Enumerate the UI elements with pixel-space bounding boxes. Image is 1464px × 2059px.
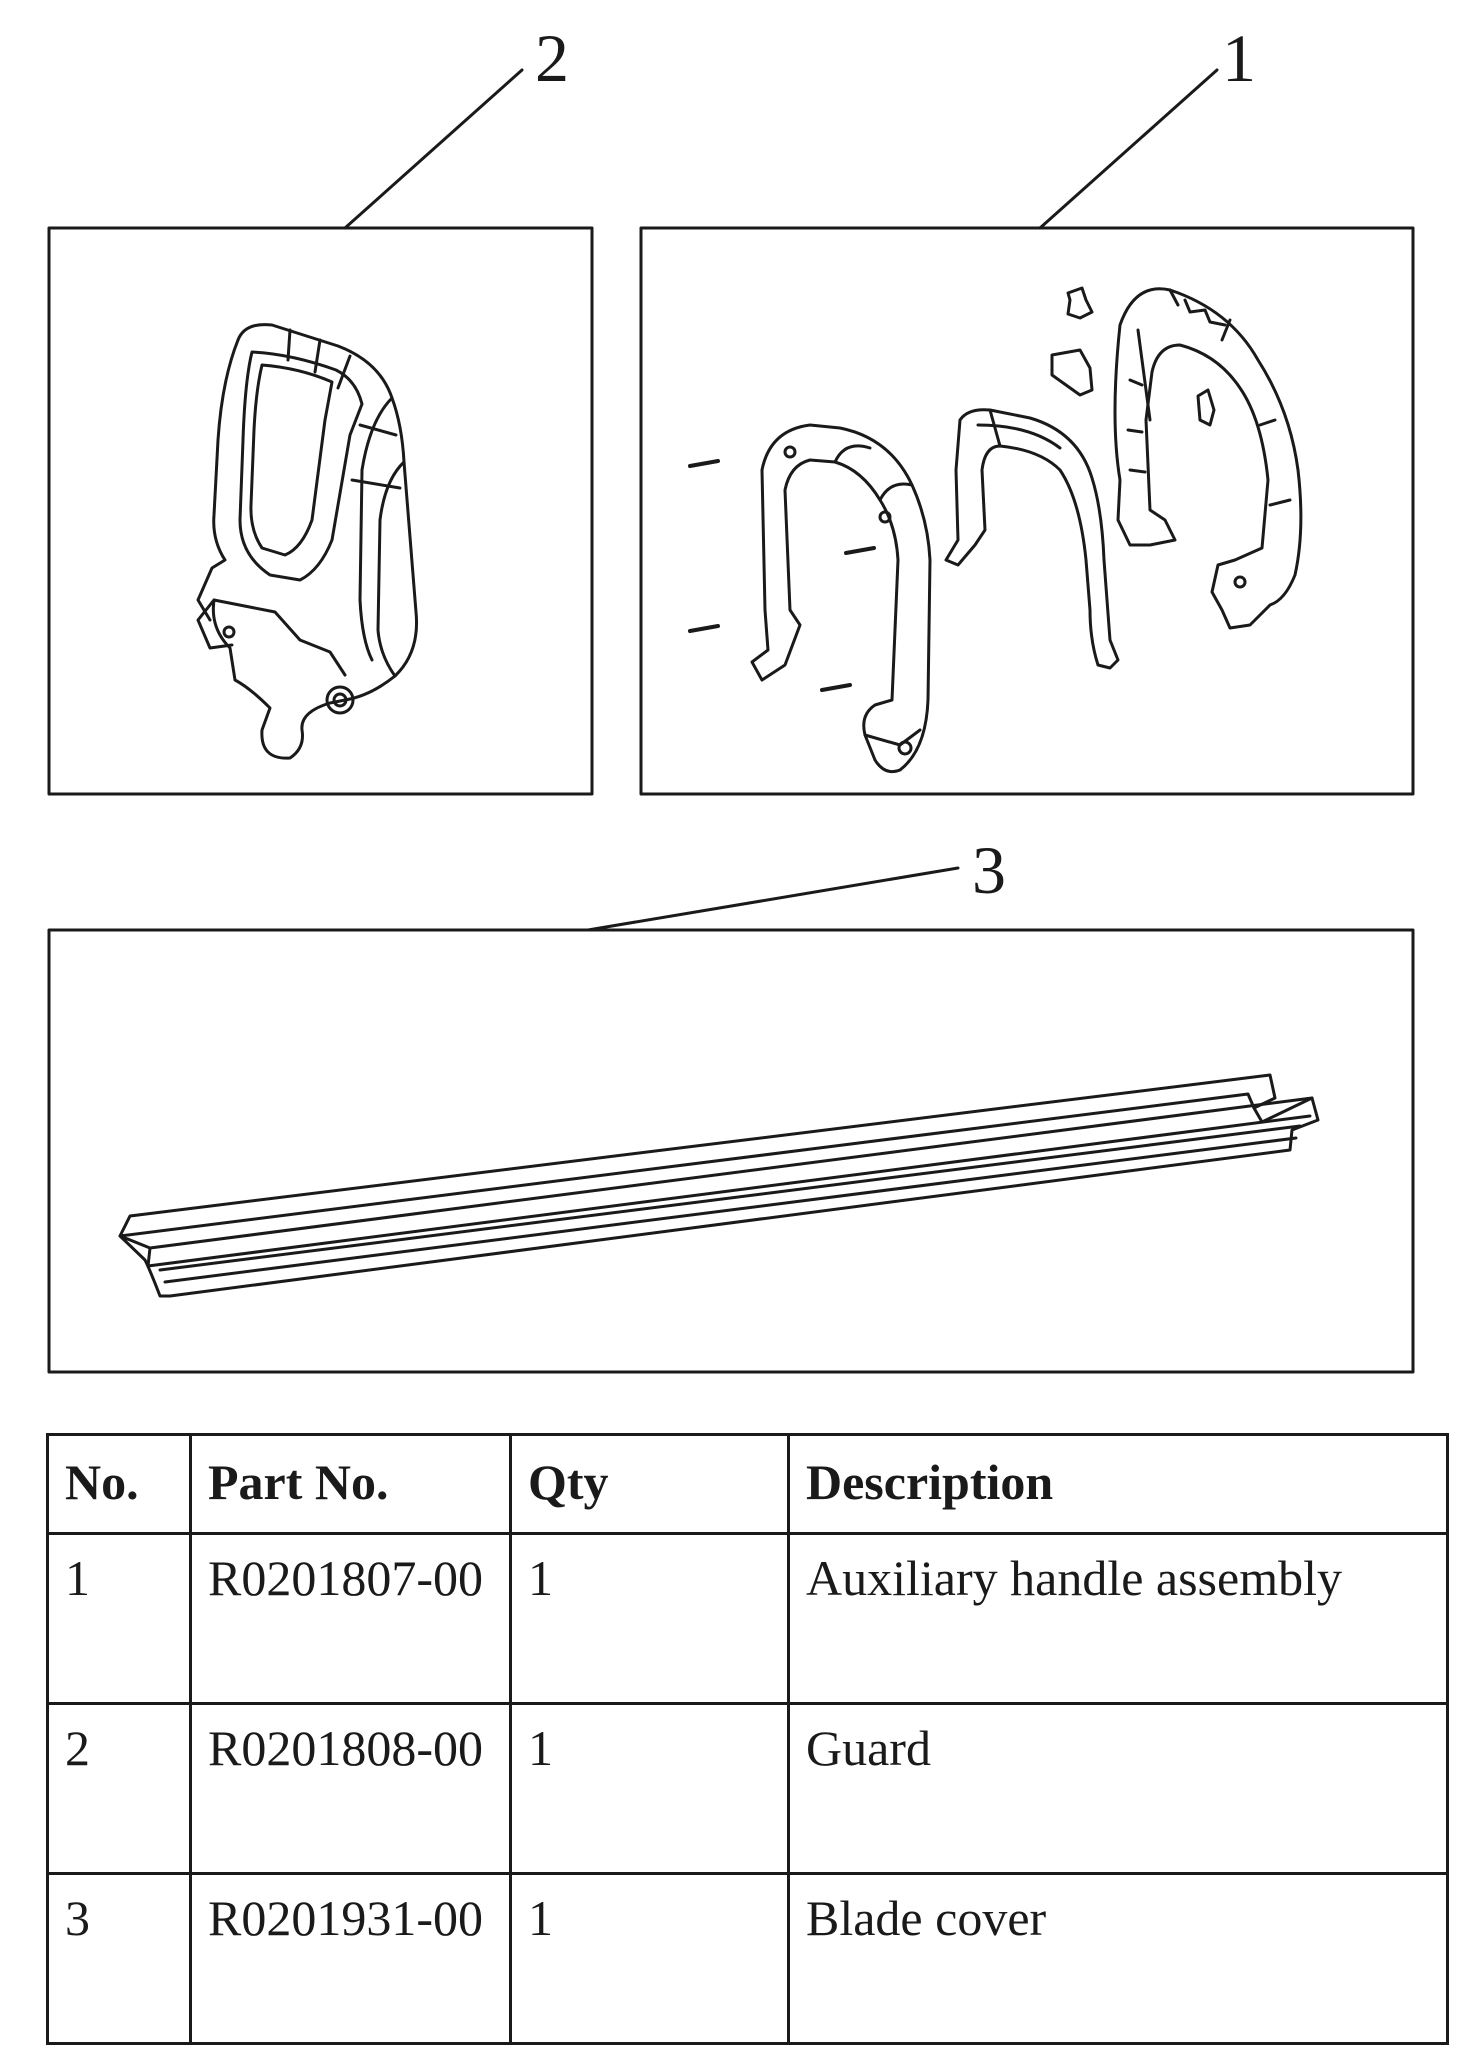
guard-frame [47,226,594,796]
header-part-no: Part No. [189,1433,512,1535]
leader-line-1 [1038,68,1219,230]
leader-line-3 [586,866,960,932]
header-qty: Qty [509,1433,790,1535]
blade-cover-illustration [118,1073,1320,1298]
cell-part-no: R0201807-00 [189,1532,512,1705]
table-row: 1 R0201807-00 1 Auxiliary handle assembl… [46,1532,1449,1705]
cell-qty: 1 [509,1872,790,2045]
cell-description: Blade cover [787,1872,1449,2045]
handle-assembly-frame [639,226,1415,796]
table-row: 2 R0201808-00 1 Guard [46,1702,1449,1875]
cell-part-no: R0201931-00 [189,1872,512,2045]
leader-line-2 [343,68,524,230]
cell-no: 2 [46,1702,192,1875]
table-row: 3 R0201931-00 1 Blade cover [46,1872,1449,2045]
table-header-row: No. Part No. Qty Description [46,1433,1449,1535]
cell-no: 1 [46,1532,192,1705]
header-description: Description [787,1433,1449,1535]
cell-qty: 1 [509,1532,790,1705]
cell-part-no: R0201808-00 [189,1702,512,1875]
guard-illustration [196,323,419,760]
cell-qty: 1 [509,1702,790,1875]
blade-cover-frame [47,928,1415,1374]
header-no: No. [46,1433,192,1535]
screws [688,459,876,692]
callout-number-guard: 2 [535,20,569,96]
callout-number-handle-assembly: 1 [1222,20,1256,96]
handle-assembly-illustration [688,286,1303,774]
parts-diagram [47,68,1415,1374]
cell-no: 3 [46,1872,192,2045]
cell-description: Auxiliary handle assembly [787,1532,1449,1705]
callout-number-blade-cover: 3 [972,832,1006,908]
parts-table: No. Part No. Qty Description 1 R0201807-… [46,1433,1449,2045]
cell-description: Guard [787,1702,1449,1875]
